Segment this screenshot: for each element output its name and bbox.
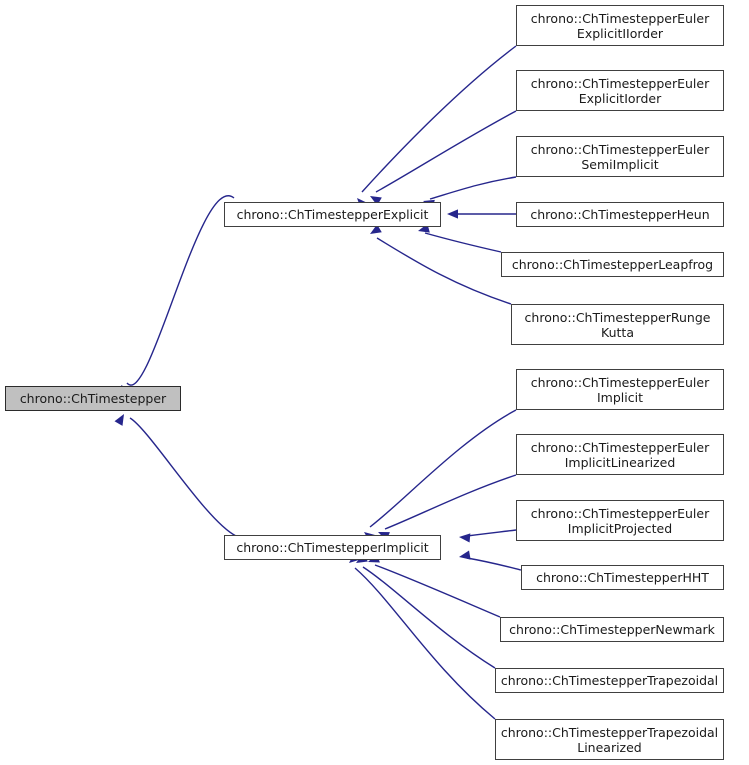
class-node-explicit[interactable]: chrono::ChTimestepperExplicit <box>224 202 441 227</box>
inheritance-edge <box>349 552 496 720</box>
inheritance-edge <box>447 209 516 219</box>
arrowhead-icon <box>447 209 458 219</box>
class-node-label: chrono::ChTimestepperExplicit <box>236 207 429 222</box>
class-node-euler-explicit-i[interactable]: chrono::ChTimestepperEuler ExplicitIorde… <box>516 70 724 111</box>
inheritance-edge <box>459 550 522 571</box>
inheritance-edge <box>459 529 517 543</box>
inheritance-edge <box>114 414 237 537</box>
class-node-euler-semi-implicit[interactable]: chrono::ChTimestepperEuler SemiImplicit <box>516 136 724 177</box>
class-node-euler-implicit[interactable]: chrono::ChTimestepperEuler Implicit <box>516 369 724 410</box>
class-node-label: chrono::ChTimestepperNewmark <box>509 622 715 637</box>
class-node-runge-kutta[interactable]: chrono::ChTimestepperRunge Kutta <box>511 304 724 345</box>
inheritance-edge <box>364 409 517 543</box>
inheritance-edge <box>370 110 517 206</box>
class-node-label: chrono::ChTimestepperEuler ImplicitProje… <box>530 505 710 536</box>
class-node-trapezoidal-linearized[interactable]: chrono::ChTimestepperTrapezoidal Lineari… <box>495 719 724 760</box>
inheritance-edge <box>370 224 512 305</box>
class-node-label: chrono::ChTimestepperImplicit <box>236 540 429 555</box>
class-node-heun[interactable]: chrono::ChTimestepperHeun <box>516 202 724 227</box>
class-node-implicit[interactable]: chrono::ChTimestepperImplicit <box>224 535 441 560</box>
inheritance-edge <box>357 45 517 210</box>
class-node-label: chrono::ChTimestepperRunge Kutta <box>524 309 711 340</box>
class-node-leapfrog[interactable]: chrono::ChTimestepperLeapfrog <box>501 252 724 277</box>
class-node-label: chrono::ChTimestepper <box>19 391 167 406</box>
class-node-euler-explicit-ii[interactable]: chrono::ChTimestepperEuler ExplicitIIord… <box>516 5 724 46</box>
class-node-label: chrono::ChTimestepperEuler ExplicitIorde… <box>530 75 710 106</box>
inheritance-edge <box>418 223 502 253</box>
inheritance-edge <box>121 195 235 397</box>
class-node-label: chrono::ChTimestepperHHT <box>536 570 709 585</box>
class-node-newmark[interactable]: chrono::ChTimestepperNewmark <box>500 617 724 642</box>
class-node-trapezoidal[interactable]: chrono::ChTimestepperTrapezoidal <box>495 668 724 693</box>
class-node-euler-implicit-projected[interactable]: chrono::ChTimestepperEuler ImplicitProje… <box>516 500 724 541</box>
inheritance-edge <box>378 474 517 541</box>
arrowhead-icon <box>459 550 471 560</box>
arrowhead-icon <box>370 224 382 234</box>
class-node-label: chrono::ChTimestepperEuler ImplicitLinea… <box>530 439 710 470</box>
arrowhead-icon <box>370 196 382 206</box>
class-node-label: chrono::ChTimestepperTrapezoidal <box>500 673 719 688</box>
arrowhead-icon <box>459 533 471 543</box>
class-node-label: chrono::ChTimestepperTrapezoidal Lineari… <box>500 724 719 755</box>
class-node-label: chrono::ChTimestepperHeun <box>530 207 710 222</box>
class-node-label: chrono::ChTimestepperEuler Implicit <box>530 374 710 405</box>
class-node-root[interactable]: chrono::ChTimestepper <box>5 386 181 411</box>
class-node-label: chrono::ChTimestepperLeapfrog <box>511 257 714 272</box>
class-node-euler-implicit-linearized[interactable]: chrono::ChTimestepperEuler ImplicitLinea… <box>516 434 724 475</box>
inheritance-edge <box>356 553 496 669</box>
arrowhead-icon <box>114 414 124 426</box>
class-node-label: chrono::ChTimestepperEuler ExplicitIIord… <box>530 10 710 41</box>
class-node-label: chrono::ChTimestepperEuler SemiImplicit <box>530 141 710 172</box>
class-node-hht[interactable]: chrono::ChTimestepperHHT <box>521 565 724 590</box>
